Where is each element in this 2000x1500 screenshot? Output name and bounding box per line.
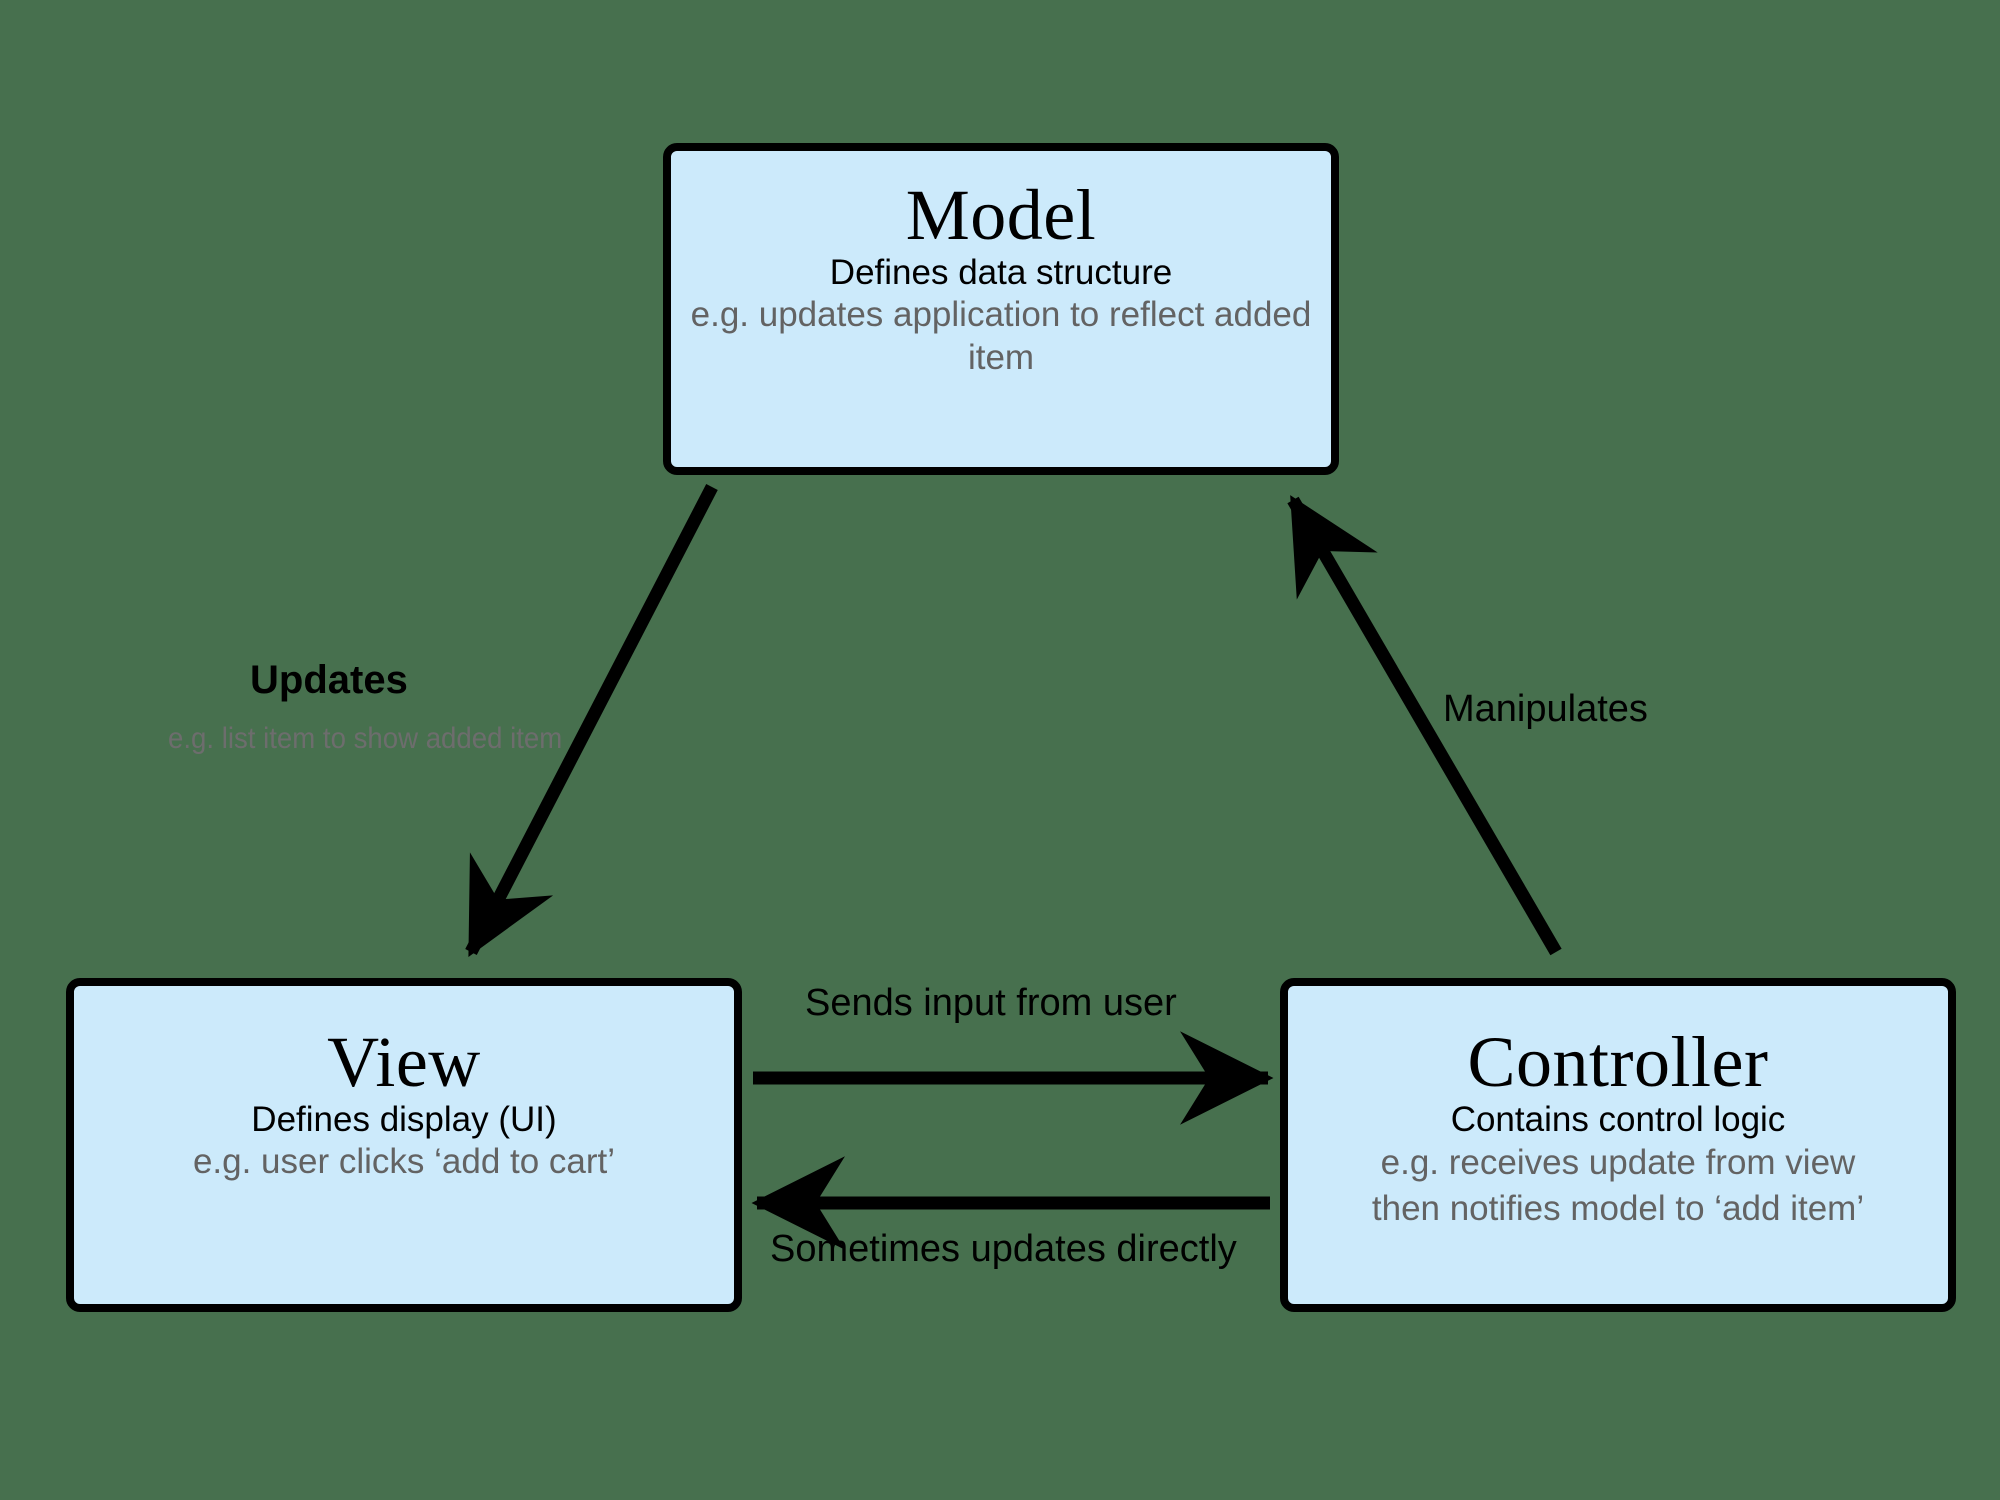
node-controller-title: Controller	[1467, 1022, 1769, 1102]
node-model[interactable]: Model Defines data structure e.g. update…	[663, 143, 1339, 475]
node-controller[interactable]: Controller Contains control logic e.g. r…	[1280, 978, 1956, 1312]
node-view[interactable]: View Defines display (UI) e.g. user clic…	[66, 978, 742, 1312]
edge-label-updates-example: e.g. list item to show added item	[168, 722, 563, 755]
edge-label-manipulates: Manipulates	[1443, 688, 1648, 730]
edge-label-sends-input-from-user: Sends input from user	[805, 982, 1177, 1024]
node-model-title: Model	[905, 175, 1097, 255]
node-view-title: View	[327, 1022, 481, 1102]
node-controller-example-line1: e.g. receives update from view	[1380, 1143, 1856, 1183]
node-controller-subtitle: Contains control logic	[1450, 1100, 1786, 1139]
arrow-controller-to-model	[1287, 495, 1562, 956]
edge-label-sometimes-updates-directly: Sometimes updates directly	[770, 1228, 1237, 1270]
node-view-subtitle: Defines display (UI)	[251, 1100, 557, 1139]
node-model-subtitle: Defines data structure	[829, 253, 1173, 292]
node-model-example: e.g. updates application to reflect adde…	[690, 295, 1312, 377]
node-controller-example-line2: then notifies model to ‘add item’	[1371, 1189, 1865, 1229]
arrow-model-to-view	[465, 484, 718, 957]
edge-label-updates: Updates	[250, 658, 408, 702]
node-view-example: e.g. user clicks ‘add to cart’	[192, 1142, 616, 1182]
